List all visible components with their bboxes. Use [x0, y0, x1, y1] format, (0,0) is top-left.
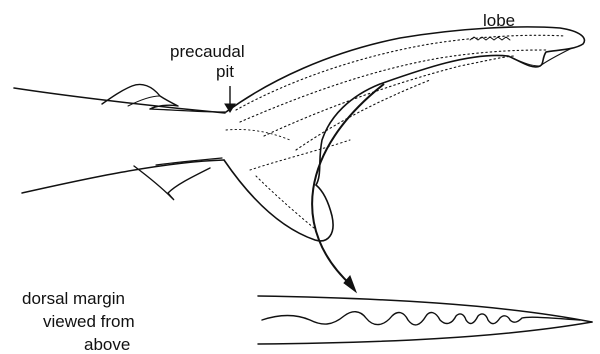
label-precaudal: precaudal	[170, 42, 245, 61]
label-lobe: lobe	[483, 11, 515, 30]
precaudal-pit-pointer	[225, 86, 235, 112]
label-above: above	[84, 335, 130, 354]
upper-lobe-serration	[470, 37, 510, 40]
dorsal-margin-wavy-edge	[262, 312, 580, 325]
anal-fin-base	[156, 158, 222, 165]
upper-lobe-ray-line-3	[264, 56, 516, 136]
upper-lobe-ray-line-4	[296, 80, 430, 150]
lower-lobe-fin-rays	[256, 176, 314, 228]
label-viewed-from: viewed from	[43, 312, 135, 331]
labels: lobe precaudal pit dorsal margin viewed …	[22, 11, 515, 354]
anal-fin	[134, 166, 210, 200]
shark-tail	[14, 27, 584, 241]
lower-lobe-inner-line	[250, 140, 350, 170]
peduncle-line	[226, 129, 290, 140]
upper-lobe-ray-line-1	[236, 35, 565, 110]
dorsal-margin-view	[258, 296, 592, 344]
label-pit: pit	[216, 62, 234, 81]
second-dorsal-fin	[102, 84, 178, 109]
label-dorsal-margin: dorsal margin	[22, 289, 125, 308]
view-direction-arrow	[312, 84, 384, 292]
dorsal-margin-bottom-edge	[258, 322, 592, 344]
